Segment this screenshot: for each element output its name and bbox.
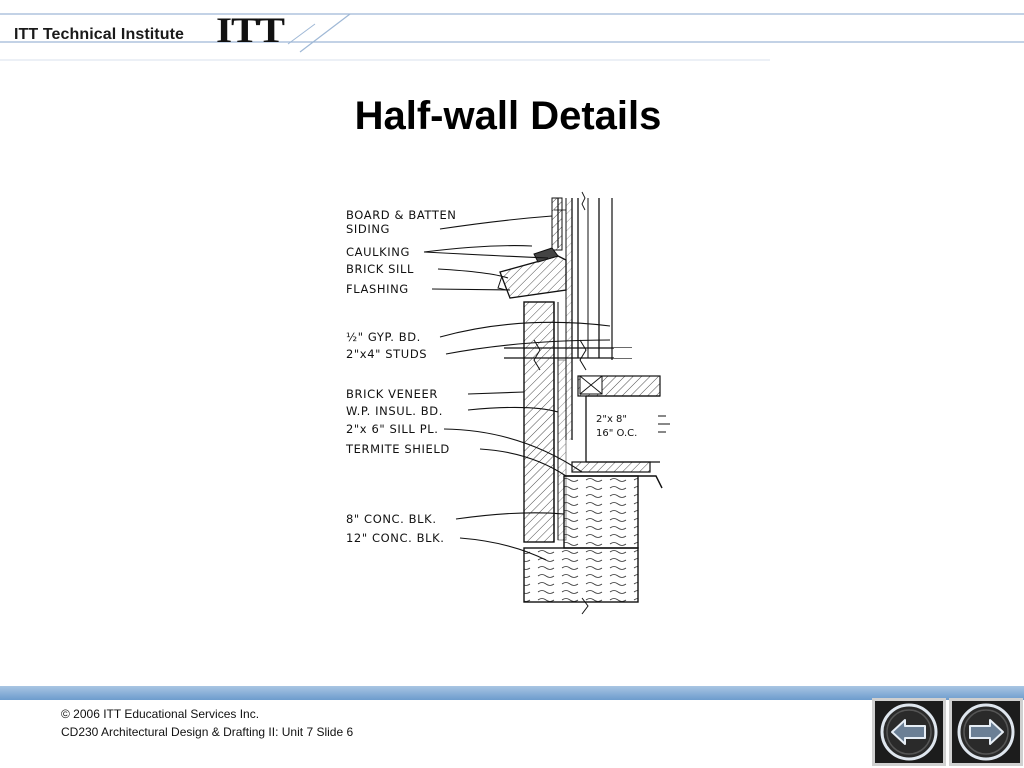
callout-brick-veneer: BRICK VENEER (346, 387, 438, 401)
callout-termite-shield: TERMITE SHIELD (346, 442, 450, 456)
joist-size-label: 2"x 8" (596, 414, 628, 425)
callout-flashing: FLASHING (346, 282, 409, 296)
next-slide-button[interactable] (949, 698, 1023, 766)
left-arrow-icon (880, 703, 938, 761)
wall-section-drawing (423, 191, 670, 615)
leader-lines (423, 215, 611, 561)
right-arrow-icon (957, 703, 1015, 761)
callout-board-batten: BOARD & BATTEN (346, 208, 457, 222)
board-and-batten-siding (551, 197, 563, 251)
itt-logo: ITT (216, 10, 285, 50)
callout-caulking: CAULKING (346, 245, 410, 259)
joist-spacing-label: 16" O.C. (596, 428, 638, 439)
floor-joist (577, 375, 670, 463)
callout-brick-sill: BRICK SILL (346, 262, 415, 276)
callout-studs: 2"x4" STUDS (346, 347, 428, 361)
callout-insulation: W.P. INSUL. BD. (346, 404, 443, 418)
slide-header: ITT Technical Institute ITT (0, 0, 1024, 64)
footer-bar (0, 686, 1024, 700)
brand-name: ITT Technical Institute (14, 26, 185, 43)
half-wall-section-diagram: BOARD & BATTEN SIDING CAULKING BRICK SIL… (320, 180, 700, 620)
callout-siding: SIDING (346, 222, 391, 236)
callout-sill-plate: 2"x 6" SILL PL. (346, 422, 439, 436)
callout-gyp-bd: ½" GYP. BD. (346, 330, 421, 344)
concrete-block-8in (563, 475, 639, 549)
callout-8in-block: 8" CONC. BLK. (346, 512, 437, 526)
brick-veneer (523, 301, 559, 543)
concrete-block-12in (523, 547, 639, 615)
previous-slide-button[interactable] (872, 698, 946, 766)
page-title: Half-wall Details (354, 94, 662, 138)
insulation-board (557, 359, 567, 541)
brick-sill (497, 247, 567, 299)
copyright-text: © 2006 ITT Educational Services Inc. (61, 707, 260, 721)
course-info-text: CD230 Architectural Design & Drafting II… (61, 725, 354, 739)
callout-12in-block: 12" CONC. BLK. (346, 531, 445, 545)
header-decorative-lines (0, 13, 1024, 61)
